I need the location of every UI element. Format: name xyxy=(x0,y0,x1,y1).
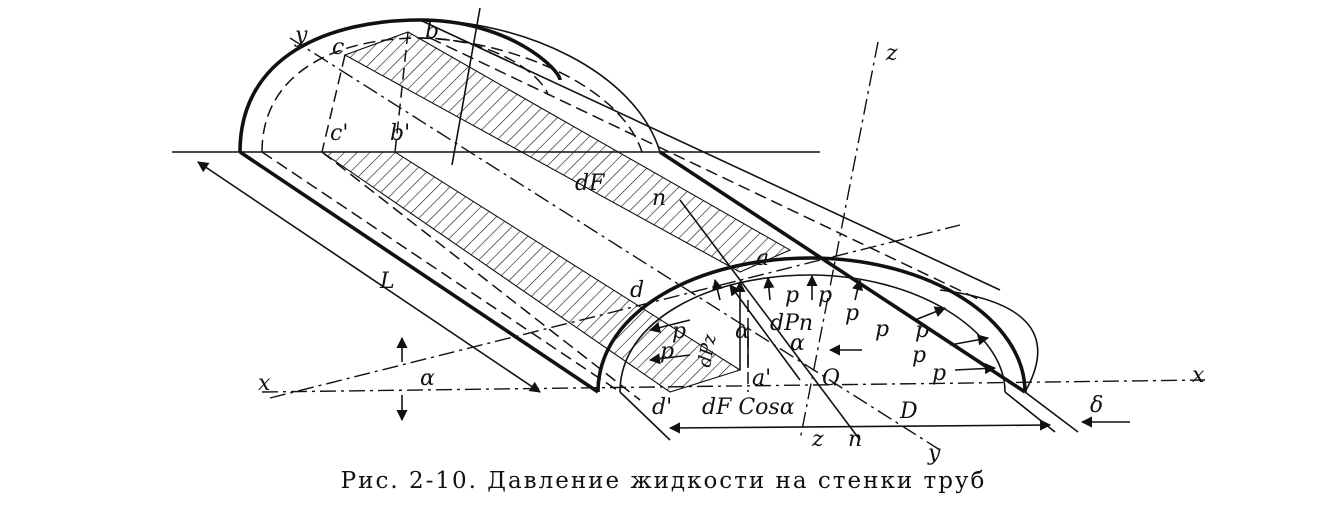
label-p2: p xyxy=(660,339,674,364)
front-end-outer-arc xyxy=(596,256,1027,393)
pressure-arrow-8 xyxy=(949,334,990,346)
back-end-inner-arc xyxy=(261,37,549,153)
label-dPn: dPn xyxy=(770,311,813,336)
label-b: b xyxy=(425,19,439,44)
z-axis xyxy=(799,41,879,441)
D-dimension-line xyxy=(668,419,1052,434)
label-p1: p xyxy=(672,319,686,344)
pressure-arrow-6 xyxy=(852,278,863,301)
label-x-right: x xyxy=(1192,363,1205,388)
label-d-prime: d' xyxy=(652,395,672,420)
label-n-bottom: n xyxy=(848,427,862,452)
line-c-cprime xyxy=(321,54,346,153)
label-p3: p xyxy=(785,283,799,308)
label-D: D xyxy=(899,399,918,424)
label-n-top: n xyxy=(652,186,666,211)
pressure-arrow-9 xyxy=(954,362,997,375)
back-end-outer-arc xyxy=(238,18,562,153)
hatched-strip-top xyxy=(343,31,792,273)
label-a-prime: a' xyxy=(752,366,771,391)
label-p4: p xyxy=(818,283,832,308)
label-delta: δ xyxy=(1090,393,1103,418)
L-dimension-line xyxy=(197,161,541,393)
x-axis xyxy=(261,379,1206,393)
D-extension-left xyxy=(619,391,671,441)
label-L: L xyxy=(379,269,395,294)
figure-caption: Рис. 2-10. Давление жидкости на стенки т… xyxy=(340,468,987,494)
n-line xyxy=(679,199,861,441)
label-y-top: y xyxy=(294,23,308,48)
label-alpha-mid: α xyxy=(735,319,750,344)
label-dF: dF xyxy=(575,171,605,196)
label-c: c xyxy=(332,35,344,60)
label-dFcos: dF Cosα xyxy=(702,395,795,420)
label-y-bottom: y xyxy=(927,441,941,466)
label-alpha-right: α xyxy=(790,331,805,356)
label-b-prime: b' xyxy=(390,121,410,146)
back-end-right-arc xyxy=(419,19,661,153)
top-outer-generator xyxy=(419,19,1001,291)
pressure-arrow-4 xyxy=(763,276,775,301)
label-alpha-left: α xyxy=(420,366,435,391)
label-c-prime: c' xyxy=(330,121,348,146)
right-curve-outer xyxy=(939,289,1039,393)
label-p8: p xyxy=(912,343,926,368)
pressure-arrow-3 xyxy=(712,278,723,301)
back-end-right-arc-inner xyxy=(419,37,643,153)
label-p5: p xyxy=(845,301,859,326)
label-z-top: z xyxy=(885,41,898,66)
label-O: O xyxy=(822,366,840,391)
dPn-vector xyxy=(729,284,801,381)
pressure-arrow-1 xyxy=(648,319,691,333)
label-p7: p xyxy=(915,318,929,343)
label-p6: p xyxy=(875,317,889,342)
label-d: d xyxy=(630,278,644,303)
right-outer-generator xyxy=(659,150,1026,394)
D-extension-right xyxy=(1004,391,1056,433)
line-b-bprime xyxy=(394,31,409,153)
top-inner-generator xyxy=(429,37,981,301)
delta-extension xyxy=(1024,391,1079,433)
label-a: a xyxy=(756,246,769,271)
pressure-arrow-2 xyxy=(648,353,691,365)
label-p9: p xyxy=(932,361,946,386)
y-axis xyxy=(289,37,941,451)
pressure-arrow-7 xyxy=(914,306,947,321)
back-vertical-line xyxy=(451,7,481,166)
label-z-bottom: z xyxy=(811,427,824,452)
label-x-left: x xyxy=(258,371,271,396)
